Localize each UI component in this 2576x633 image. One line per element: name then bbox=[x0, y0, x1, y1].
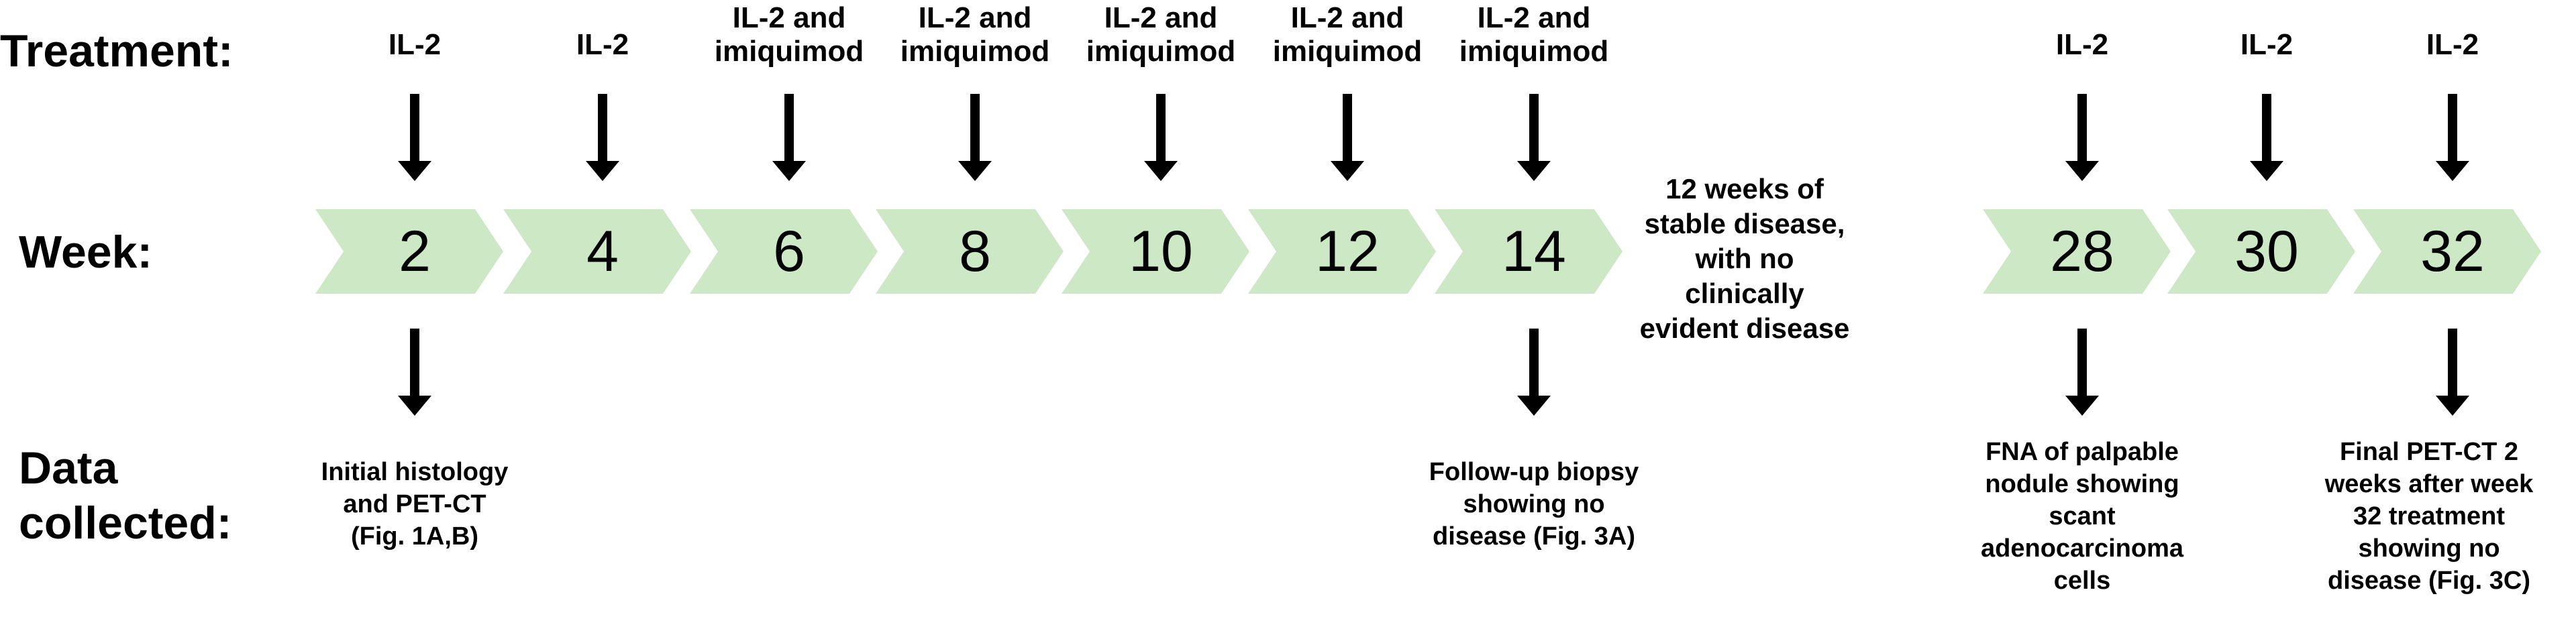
arrow-down-icon bbox=[586, 94, 619, 181]
week-number: 30 bbox=[2234, 219, 2299, 284]
arrow-down-icon bbox=[398, 329, 431, 416]
data-collected-note-line: and PET-CT bbox=[343, 490, 486, 518]
treatment-label-week-30: IL-2 bbox=[2173, 28, 2361, 62]
week-row-label: Week: bbox=[19, 227, 153, 278]
treatment-label-line: imiquimod bbox=[1086, 35, 1236, 68]
week-chevron-14 bbox=[1435, 209, 1622, 294]
treatment-label-week-32: IL-2 bbox=[2359, 28, 2546, 62]
arrow-down-icon bbox=[1331, 94, 1364, 181]
data-collected-note-week-32: Final PET-CT 2 weeks after week 32 treatme… bbox=[2288, 436, 2570, 597]
week-chevron-10 bbox=[1062, 209, 1249, 294]
week-number: 12 bbox=[1315, 219, 1380, 284]
data-collected-note-week-2: Initial histology and PET-CT (Fig. 1A,B) bbox=[274, 456, 556, 553]
treatment-label-line: IL-2 bbox=[2240, 28, 2294, 61]
arrow-down-icon bbox=[2065, 329, 2099, 416]
data-collected-note-line: scant bbox=[2049, 502, 2116, 530]
treatment-label-week-4: IL-2 bbox=[509, 28, 697, 62]
data-collected-note-week-28: FNA of palpable nodule showing scant adenoc… bbox=[1941, 436, 2223, 597]
data-collected-note-line: nodule showing bbox=[1985, 470, 2179, 498]
arrow-down-icon bbox=[2436, 94, 2469, 181]
treatment-label-line: IL-2 and bbox=[1104, 1, 1218, 34]
arrow-down-icon bbox=[2065, 94, 2099, 181]
data-collected-note-week-14: Follow-up biopsy showing no disease (Fig. … bbox=[1393, 456, 1675, 553]
treatment-label-line: IL-2 and bbox=[918, 1, 1032, 34]
week-chevron-28 bbox=[1983, 209, 2171, 294]
week-chevron-12 bbox=[1248, 209, 1436, 294]
data-collected-note-line: Initial histology bbox=[321, 458, 509, 486]
week-number: 2 bbox=[399, 219, 431, 284]
data-collected-note-line: adenocarcinoma bbox=[1981, 534, 2183, 563]
week-number: 10 bbox=[1129, 219, 1193, 284]
data-collected-note-line: 32 treatment bbox=[2353, 502, 2505, 530]
treatment-label-line: IL-2 bbox=[2426, 28, 2479, 61]
week-number: 28 bbox=[2050, 219, 2114, 284]
week-chevron-2 bbox=[315, 209, 503, 294]
arrow-down-icon bbox=[958, 94, 992, 181]
data-collected-note-line: weeks after week bbox=[2324, 470, 2534, 498]
arrow-down-icon bbox=[2250, 94, 2283, 181]
data-collected-note-line: FNA of palpable bbox=[1986, 438, 2179, 466]
week-number: 32 bbox=[2420, 219, 2485, 284]
stable-disease-note-line: stable disease, bbox=[1644, 208, 1845, 239]
data-collected-note-line: Final PET-CT 2 bbox=[2339, 438, 2519, 466]
treatment-label-week-28: IL-2 bbox=[1988, 28, 2176, 62]
treatment-label-line: imiquimod bbox=[714, 35, 864, 68]
stable-disease-note: 12 weeks of stable disease, with no clin… bbox=[1637, 172, 1852, 346]
treatment-label-week-2: IL-2 bbox=[321, 28, 509, 62]
treatment-label-line: IL-2 and bbox=[1290, 1, 1404, 34]
arrow-down-icon bbox=[772, 94, 806, 181]
week-chevron-32 bbox=[2353, 209, 2541, 294]
arrow-down-icon bbox=[1517, 94, 1551, 181]
data-collected-label-line1: Data bbox=[19, 443, 118, 494]
treatment-label-line: IL-2 bbox=[2055, 28, 2109, 61]
week-chevron-4 bbox=[503, 209, 691, 294]
week-chevron-6 bbox=[690, 209, 878, 294]
data-collected-note-line: disease (Fig. 3A) bbox=[1433, 522, 1635, 551]
treatment-label-line: IL-2 bbox=[388, 28, 442, 61]
treatment-label-line: imiquimod bbox=[900, 35, 1050, 68]
data-collected-note-line: disease (Fig. 3C) bbox=[2328, 567, 2530, 595]
treatment-label-line: IL-2 bbox=[576, 28, 629, 61]
arrow-down-icon bbox=[2436, 329, 2469, 416]
week-number: 14 bbox=[1502, 219, 1566, 284]
treatment-label-line: IL-2 and bbox=[732, 1, 846, 34]
week-chevron-30 bbox=[2167, 209, 2355, 294]
week-chevron-8 bbox=[876, 209, 1064, 294]
week-number: 6 bbox=[773, 219, 805, 284]
treatment-label-line: IL-2 and bbox=[1477, 1, 1591, 34]
data-collected-note-line: cells bbox=[2053, 567, 2111, 595]
treatment-row-label: Treatment: bbox=[0, 25, 234, 76]
week-number: 4 bbox=[586, 219, 619, 284]
stable-disease-note-line: 12 weeks of bbox=[1665, 173, 1824, 205]
arrow-down-icon bbox=[1144, 94, 1178, 181]
data-collected-note-line: showing no bbox=[1463, 490, 1605, 518]
treatment-label-line: imiquimod bbox=[1272, 35, 1423, 68]
arrow-down-icon bbox=[398, 94, 431, 181]
stable-disease-note-line: with no clinically bbox=[1685, 243, 1804, 309]
treatment-label-line: imiquimod bbox=[1459, 35, 1609, 68]
data-collected-note-line: showing no bbox=[2358, 534, 2500, 563]
data-collected-note-line: Follow-up biopsy bbox=[1429, 458, 1639, 486]
data-collected-note-line: (Fig. 1A,B) bbox=[351, 522, 478, 551]
week-number: 8 bbox=[959, 219, 991, 284]
data-collected-label-line2: collected: bbox=[19, 498, 232, 549]
stable-disease-note-line: evident disease bbox=[1639, 312, 1850, 344]
arrow-down-icon bbox=[1517, 329, 1551, 416]
